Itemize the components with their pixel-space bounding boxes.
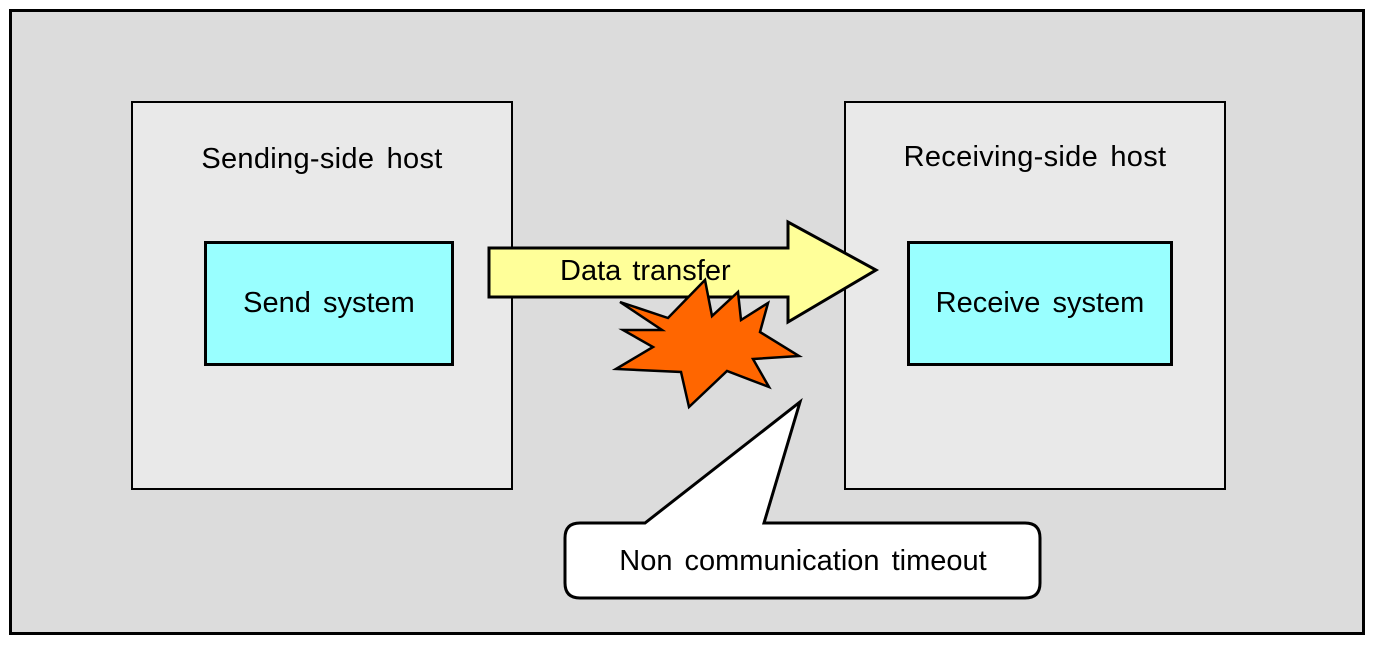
- receiving-host-title: Receiving-side host: [903, 141, 1167, 173]
- sending-host-title: Sending-side host: [201, 143, 443, 175]
- receive-system-box: Receive system: [907, 241, 1173, 366]
- send-system-box: Send system: [204, 241, 454, 366]
- data-transfer-label: Data transfer: [560, 255, 731, 287]
- timeout-callout-label: Non communication timeout: [619, 544, 987, 577]
